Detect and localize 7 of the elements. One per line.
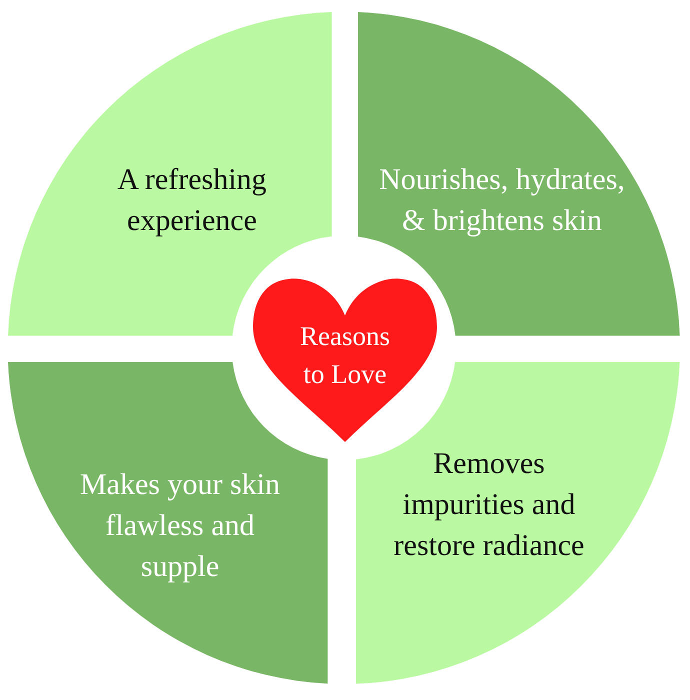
segment-text: Nourishes, hydrates, & brightens skin [379,162,625,237]
segment-text: Makes your skin flawless and supple [80,468,280,583]
heart-label: Reasons to Love [300,321,390,389]
segment-text: Removes impurities and restore radiance [394,447,584,562]
segment-text: A refreshing experience [117,162,267,237]
heart-shape [253,277,437,442]
quadrant-segment [8,362,328,684]
